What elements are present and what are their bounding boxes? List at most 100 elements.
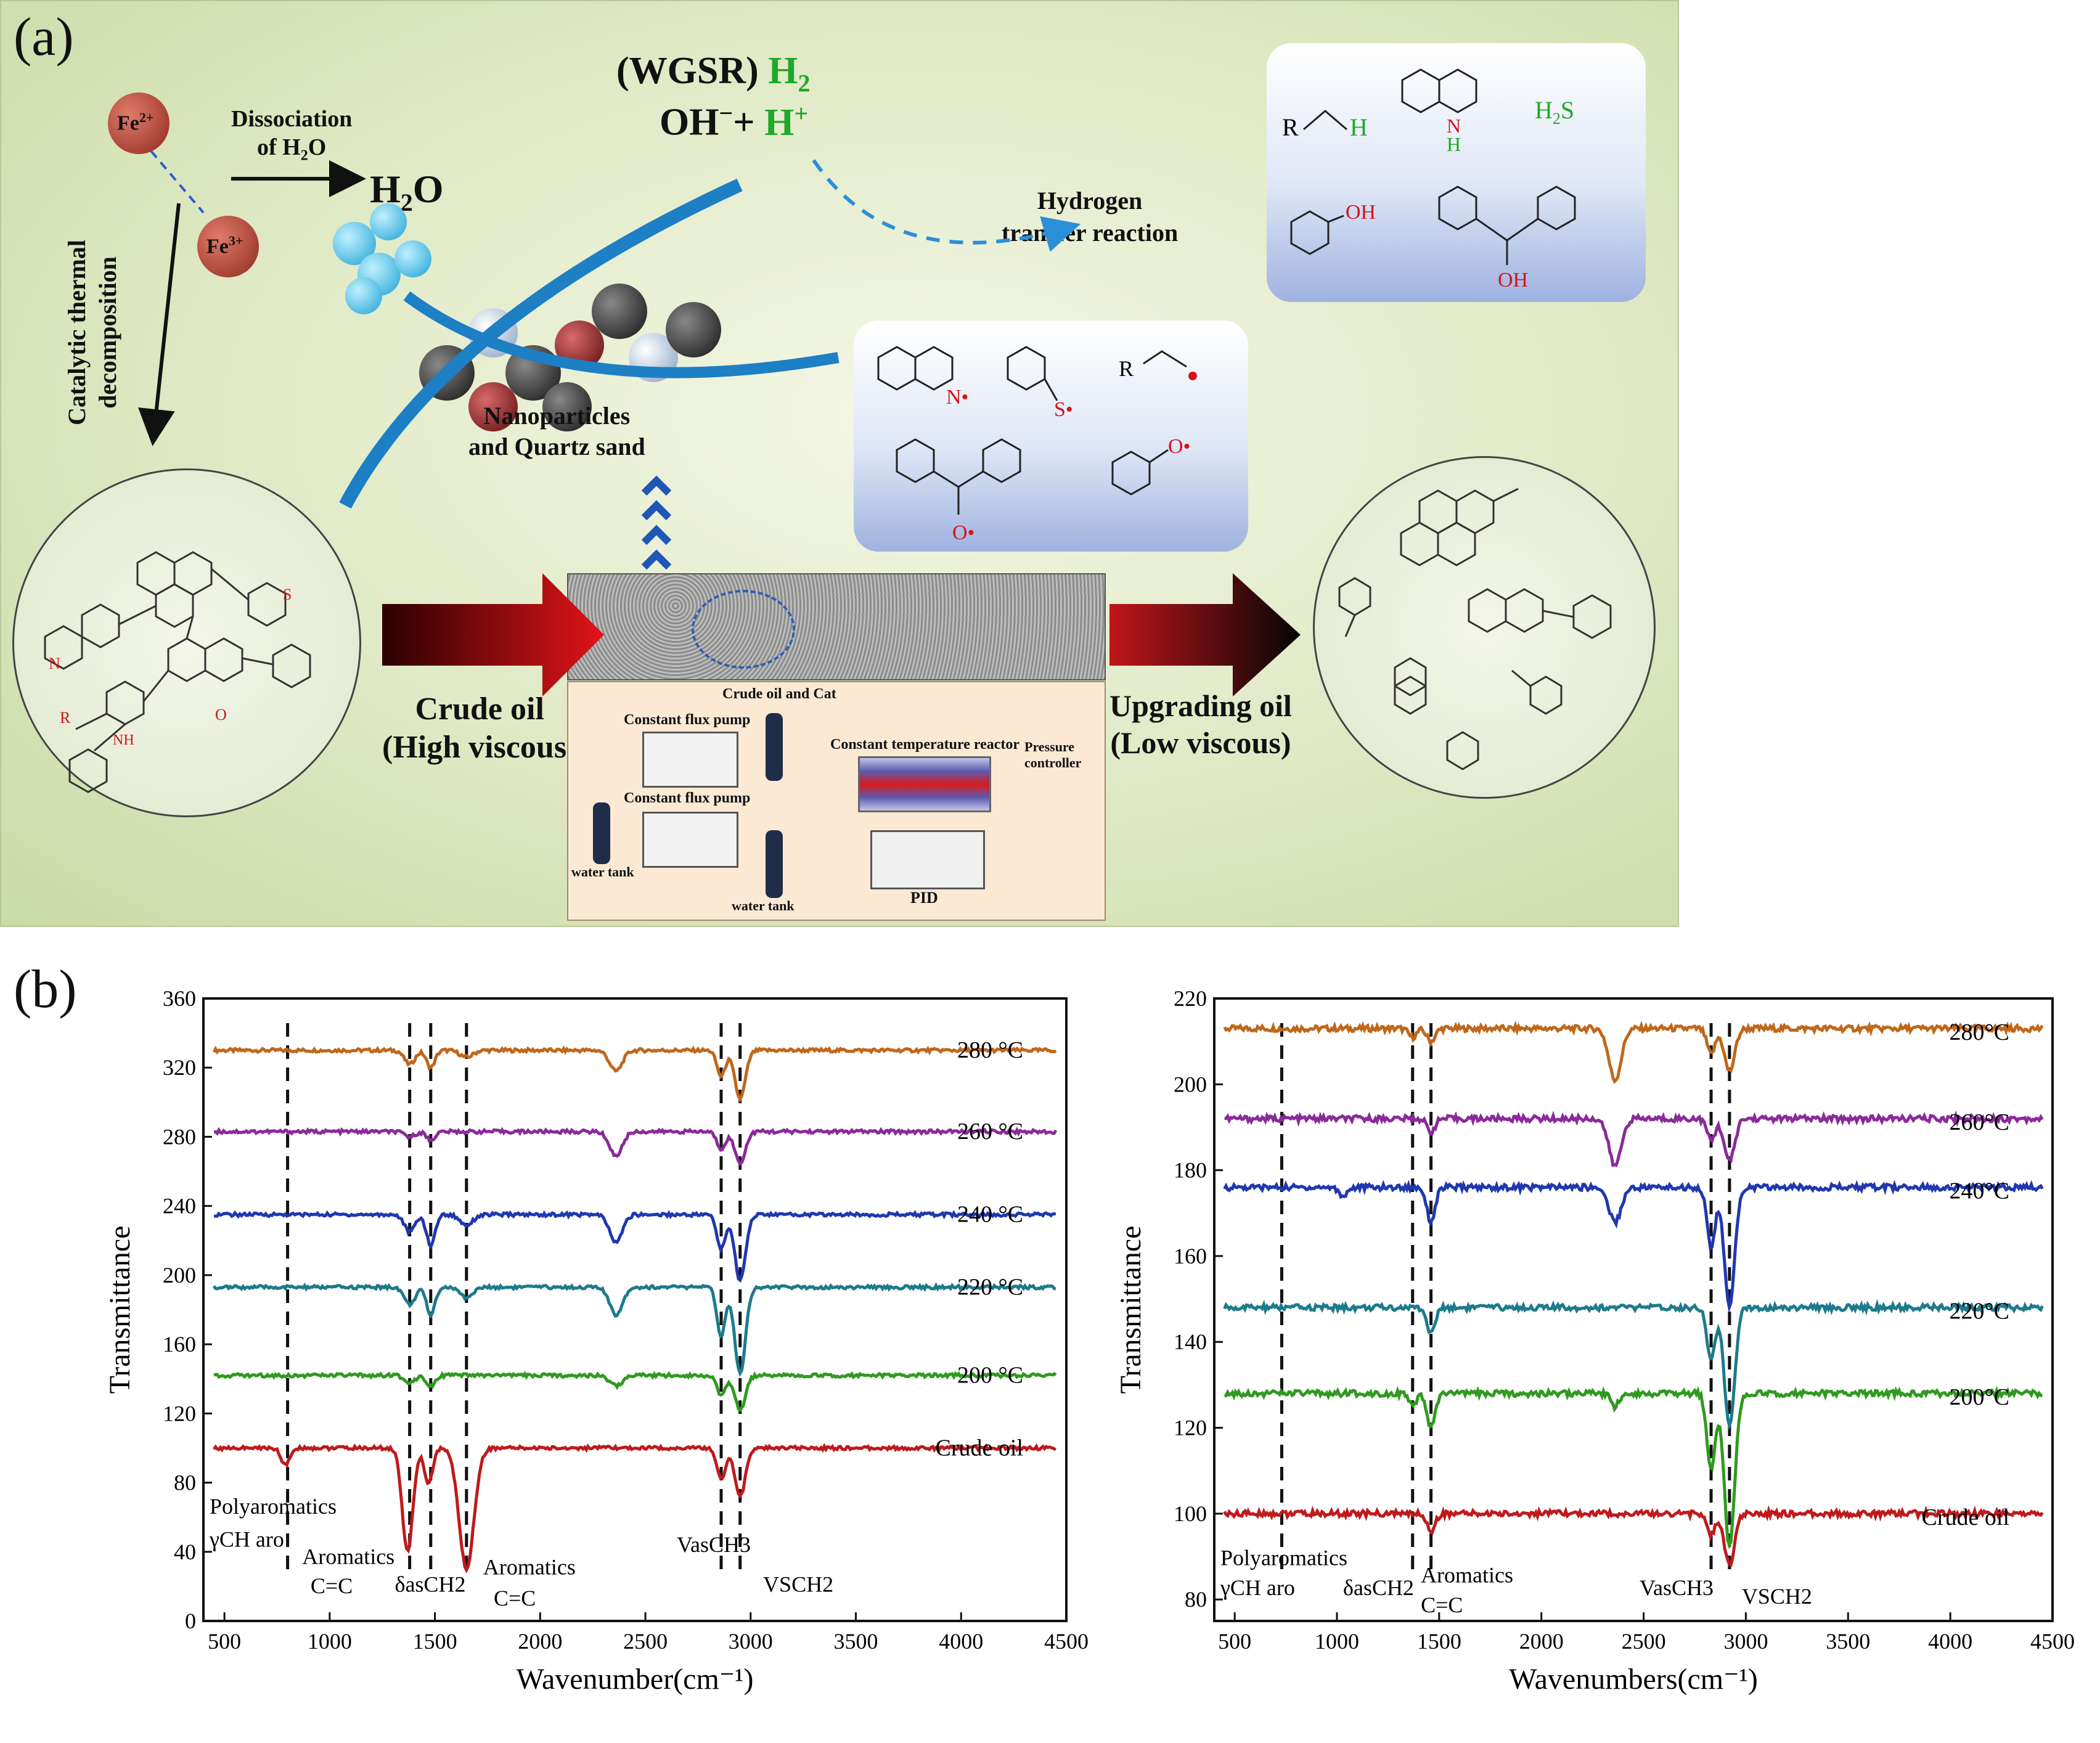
water-molecule <box>370 203 407 240</box>
nitrogen-atom: N <box>1447 115 1461 137</box>
water-molecule <box>345 277 382 314</box>
spectrum-line-200 <box>1224 1386 2043 1549</box>
x-tick-label: 4500 <box>2030 1629 2075 1654</box>
y-tick-label: 120 <box>1174 1416 1207 1440</box>
r-group: R <box>1282 113 1299 141</box>
series-label: 240°C <box>1949 1178 2009 1204</box>
y-axis-label: Transmittance <box>1114 1226 1147 1394</box>
x-tick-label: 2000 <box>518 1629 562 1654</box>
band-annotation: VasCH3 <box>1640 1575 1714 1600</box>
x-tick-label: 1000 <box>308 1629 352 1654</box>
upflow-chevrons <box>641 475 672 570</box>
crude-oil-molecule-circle: N S O R NH <box>12 468 361 817</box>
x-tick-label: 4000 <box>939 1629 983 1654</box>
spectrum-line-220 <box>213 1282 1056 1378</box>
apparatus-water-tank1: water tank <box>571 864 634 880</box>
sulfur-atom: S <box>283 586 292 603</box>
band-annotation: C=C <box>311 1574 353 1598</box>
fe-redox-arrow <box>150 150 205 214</box>
spectrum-line-240 <box>1223 1179 2044 1313</box>
s-radical: S• <box>1054 398 1073 421</box>
x-tick-label: 500 <box>208 1629 241 1654</box>
apparatus-pump1: Constant flux pump <box>624 712 751 728</box>
x-tick-label: 3000 <box>1723 1629 1768 1654</box>
pid-controller <box>870 830 985 889</box>
apparatus-reactor: Constant temperature reactor <box>830 737 1020 753</box>
x-tick-label: 2000 <box>1519 1629 1564 1654</box>
flux-pump-1 <box>642 732 738 788</box>
x-tick-label: 4500 <box>1044 1629 1089 1654</box>
decomposition-arrow <box>138 203 181 446</box>
n-radical: N• <box>946 386 968 409</box>
water-molecule <box>394 240 431 277</box>
plot-frame <box>1213 997 2054 1622</box>
radical-flow-arrow <box>403 291 840 378</box>
band-annotation: γCH aro <box>209 1527 284 1551</box>
x-tick-label: 1500 <box>413 1629 457 1654</box>
spectrum-line-260 <box>1224 1110 2044 1167</box>
x-tick-label: 2500 <box>623 1629 668 1654</box>
y-tick-label: 40 <box>174 1540 196 1564</box>
x-tick-label: 3500 <box>1826 1629 1870 1654</box>
radical-structures: N• S• R O• O• <box>877 346 1197 544</box>
series-label: 240 °C <box>957 1202 1023 1228</box>
y-tick-label: 0 <box>185 1609 196 1633</box>
apparatus-water-tank2: water tank <box>732 898 795 913</box>
quartz-sand-core <box>567 573 1106 680</box>
oxygen-atom: O <box>215 706 227 724</box>
band-annotation: Aromatics <box>302 1544 394 1569</box>
upgraded-oil-molecule-circle <box>1313 456 1656 799</box>
water-tank-left <box>593 802 610 864</box>
y-tick-label: 280 <box>163 1124 196 1149</box>
spectrum-line-260 <box>213 1126 1058 1166</box>
y-tick-label: 160 <box>1174 1244 1207 1268</box>
spectrum-line-280 <box>212 1045 1057 1103</box>
series-label: 260°C <box>1949 1109 2009 1135</box>
series-label: Crude oil <box>1922 1504 2009 1530</box>
nanoparticle <box>666 302 721 357</box>
y-tick-label: 80 <box>174 1471 196 1495</box>
series-label: Crude oil <box>936 1435 1023 1461</box>
radical-intermediates-box: N• S• R O• O• <box>854 320 1248 552</box>
h2s-label: H2S <box>1535 96 1575 128</box>
series-label: 200°C <box>1949 1384 2009 1410</box>
y-tick-label: 220 <box>1174 986 1207 1011</box>
o-radical: O• <box>1168 435 1190 458</box>
x-axis-label: Wavenumber(cm⁻¹) <box>516 1663 753 1696</box>
x-axis-label: Wavenumbers(cm⁻¹) <box>1509 1663 1758 1696</box>
band-annotation: δasCH2 <box>394 1572 465 1596</box>
apparatus-pump2: Constant flux pump <box>624 790 751 806</box>
y-tick-label: 320 <box>163 1055 196 1080</box>
r-group: R <box>1119 356 1134 381</box>
series-label: 280 °C <box>957 1037 1023 1063</box>
x-tick-label: 500 <box>1218 1629 1251 1654</box>
spectrum-line-280 <box>1223 1020 2044 1084</box>
c-radical <box>1188 372 1197 380</box>
reactor-to-upgraded-arrow <box>1109 573 1301 696</box>
fe2-label: Fe2+ <box>117 110 154 135</box>
nanoparticles-text: Nanoparticles and Quartz sand <box>468 402 645 460</box>
band-annotation: Polyaromatics <box>210 1494 337 1519</box>
band-annotation: Aromatics <box>483 1554 576 1579</box>
dissociation-text: Dissociation of H2O <box>231 106 353 164</box>
hydrogen-atom: H <box>1350 113 1368 141</box>
y-tick-label: 360 <box>163 986 196 1011</box>
crude-to-reactor-arrow <box>382 573 604 696</box>
x-tick-label: 4000 <box>1928 1629 1972 1654</box>
fe3-ion <box>197 216 259 277</box>
schematic-arrows <box>138 150 1301 696</box>
apparatus-diagram: Crude oil and Cat Constant flux pump Con… <box>567 681 1106 921</box>
spectrum-line-240 <box>214 1210 1056 1283</box>
schematic-panel: Fe2+ Fe3+ Dissociation of H2O H2O (WGSR)… <box>0 0 1679 927</box>
nanoparticle <box>542 382 592 431</box>
upgrading-oil-label: Upgrading oil (Low viscous) <box>1109 688 1292 760</box>
o-radical: O• <box>952 521 974 544</box>
water-tank <box>766 830 783 898</box>
series-label: 260 °C <box>957 1119 1023 1145</box>
band-annotation: VSCH2 <box>763 1572 833 1596</box>
constant-temperature-reactor <box>858 756 991 812</box>
spectrum-line-220 <box>1223 1299 2044 1431</box>
y-tick-label: 140 <box>1174 1329 1207 1354</box>
